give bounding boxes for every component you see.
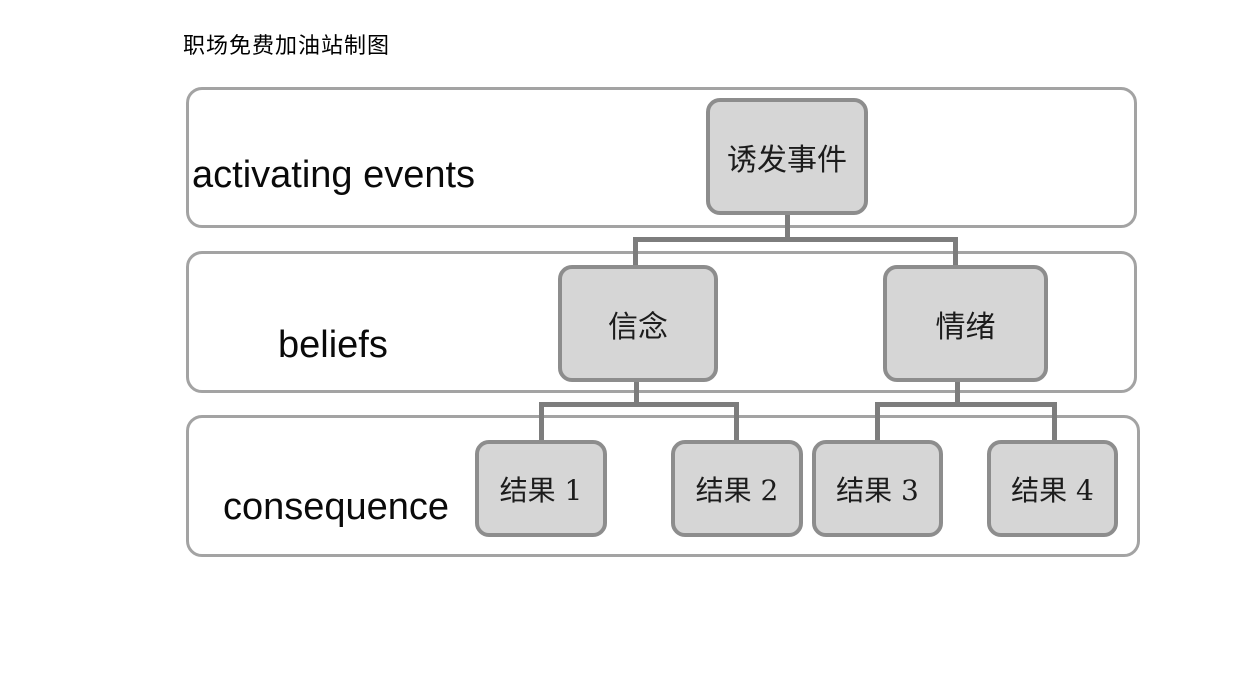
- connector-emotion-crossbar: [875, 402, 1057, 407]
- lane-label-activating-events: activating events: [192, 154, 476, 196]
- connector-emotion-stem: [955, 382, 960, 407]
- node-emotion[interactable]: 情绪: [883, 265, 1048, 382]
- node-trigger-event[interactable]: 诱发事件: [706, 98, 868, 215]
- connector-drop-to-belief: [633, 237, 638, 265]
- lane-activating-events[interactable]: [186, 87, 1137, 228]
- node-result-4[interactable]: 结果 4: [987, 440, 1118, 537]
- node-belief[interactable]: 信念: [558, 265, 718, 382]
- connector-trigger-stem: [785, 215, 790, 242]
- node-result-1[interactable]: 结果 1: [475, 440, 607, 537]
- node-result-3[interactable]: 结果 3: [812, 440, 943, 537]
- connector-drop-to-result-3: [875, 402, 880, 440]
- connector-belief-crossbar: [539, 402, 739, 407]
- lane-label-consequence: consequence: [223, 486, 450, 528]
- diagram-title: 职场免费加油站制图: [183, 33, 391, 58]
- connector-drop-to-result-1: [539, 402, 544, 440]
- connector-drop-to-emotion: [953, 237, 958, 265]
- connector-drop-to-result-4: [1052, 402, 1057, 440]
- lane-label-beliefs: beliefs: [278, 324, 388, 366]
- lane-consequence[interactable]: [186, 415, 1140, 557]
- connector-drop-to-result-2: [734, 402, 739, 440]
- connector-belief-stem: [634, 382, 639, 407]
- connector-trigger-crossbar: [633, 237, 958, 242]
- node-result-2[interactable]: 结果 2: [671, 440, 803, 537]
